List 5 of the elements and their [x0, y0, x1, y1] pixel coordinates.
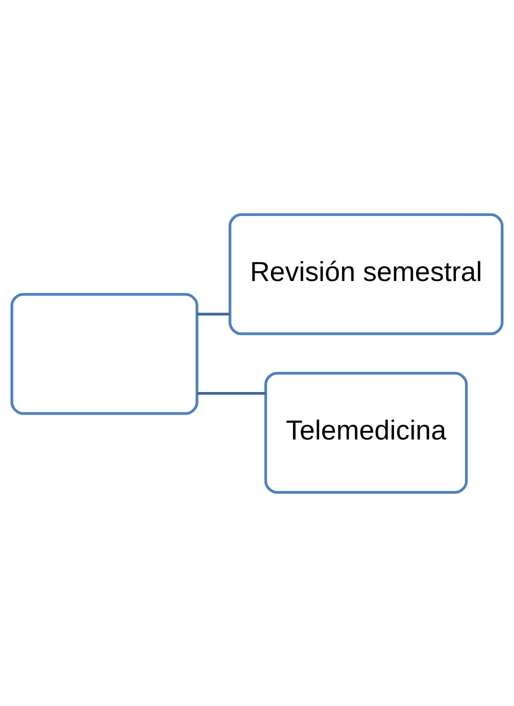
connector: [197, 312, 230, 315]
node-box: Revisión semestral: [228, 212, 504, 335]
node-box: [10, 292, 198, 414]
node-box: Telemedicina: [264, 371, 468, 494]
connector: [197, 392, 266, 394]
